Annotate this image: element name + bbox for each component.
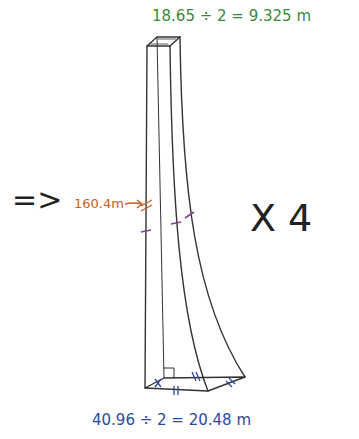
midpoint-ticks bbox=[141, 212, 194, 232]
tower-edge bbox=[145, 46, 147, 388]
length-mark bbox=[125, 200, 152, 211]
tower-edge bbox=[170, 46, 208, 391]
equal-ticks bbox=[155, 372, 235, 395]
tower-top-detail bbox=[150, 39, 176, 44]
hidden-edge bbox=[157, 37, 164, 378]
tower-edge bbox=[180, 37, 245, 377]
multiplier: X 4 bbox=[250, 198, 312, 240]
top-width-note: 18.65 ÷ 2 = 9.325 m bbox=[152, 8, 311, 25]
implies-arrow: => bbox=[12, 183, 62, 216]
tower-top bbox=[147, 37, 180, 46]
base-width-note: 40.96 ÷ 2 = 20.48 m bbox=[92, 412, 251, 429]
height-dimension: 160.4m bbox=[74, 197, 124, 211]
right-angle-mark bbox=[164, 368, 174, 378]
